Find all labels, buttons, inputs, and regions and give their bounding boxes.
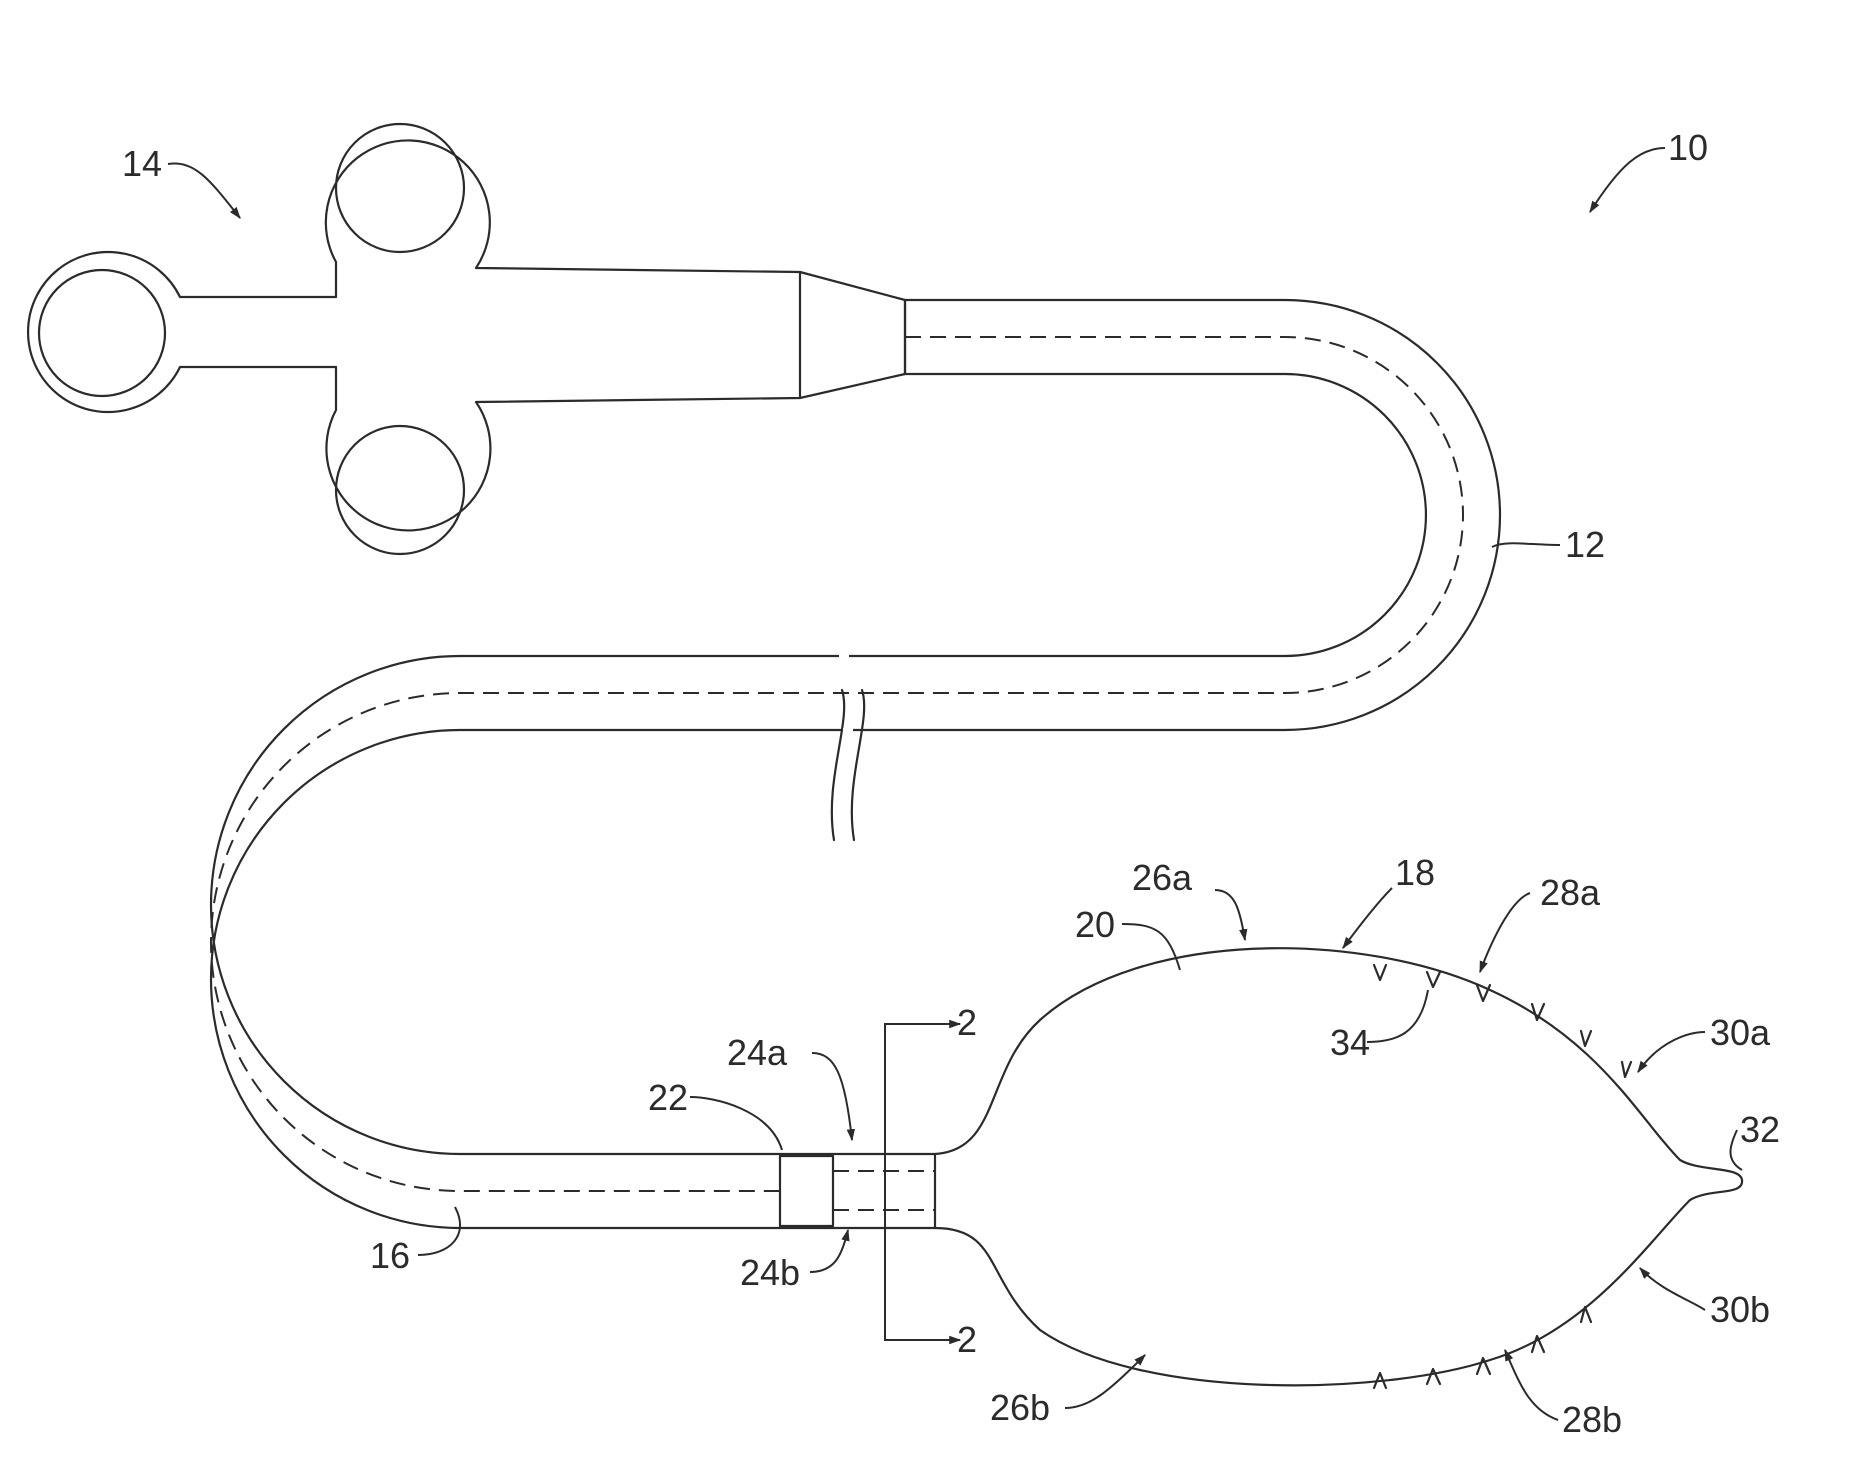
balloon-outline — [935, 948, 1742, 1385]
label-shaft: 12 — [1565, 524, 1605, 565]
label-balloon-wall: 20 — [1075, 904, 1115, 945]
handle-finger-ring-top — [336, 124, 464, 252]
label-tip: 32 — [1740, 1109, 1780, 1150]
handle-taper — [800, 272, 905, 398]
label-section-bottom: 2 — [957, 1319, 977, 1360]
shaft-break-marks — [832, 652, 864, 840]
connector-hub — [780, 1154, 935, 1228]
label-upper-distal-region: 30a — [1710, 1012, 1771, 1053]
label-hub: 22 — [648, 1077, 688, 1118]
label-balloon: 18 — [1395, 852, 1435, 893]
section-line-path — [885, 1024, 935, 1340]
hub-block — [780, 1156, 833, 1226]
protrusion — [1374, 965, 1386, 980]
label-lower-middle-region: 28b — [1562, 1399, 1622, 1440]
handle-outline — [28, 140, 800, 530]
protrusion — [1427, 1369, 1440, 1384]
shaft-inner-wall — [211, 374, 1426, 1154]
label-lower-proximal-region: 26b — [990, 1387, 1050, 1428]
balloon — [935, 948, 1742, 1388]
label-lower-neck: 24b — [740, 1252, 800, 1293]
label-upper-middle-region: 28a — [1540, 872, 1601, 913]
protrusion — [1427, 972, 1440, 987]
label-lower-distal-region: 30b — [1710, 1289, 1770, 1330]
label-device: 10 — [1668, 127, 1708, 168]
label-handle: 14 — [122, 143, 162, 184]
label-distal-end: 16 — [370, 1235, 410, 1276]
section-line — [885, 1024, 960, 1340]
label-upper-proximal-region: 26a — [1132, 857, 1193, 898]
protrusion — [1622, 1062, 1631, 1077]
reference-labels: 10 14 12 16 18 20 22 24a 24b 26a 26b 28a… — [122, 127, 1780, 1440]
handle-finger-ring-left — [39, 270, 165, 396]
shaft — [211, 300, 1500, 1228]
protrusion — [1532, 1004, 1544, 1020]
protrusion — [1581, 1031, 1591, 1046]
handle-finger-ring-bottom — [336, 426, 464, 554]
label-protrusions: 34 — [1330, 1022, 1370, 1063]
label-upper-neck: 24a — [727, 1032, 788, 1073]
handle — [28, 124, 905, 554]
protrusions-lower — [1374, 1307, 1591, 1388]
label-section-top: 2 — [957, 1002, 977, 1043]
